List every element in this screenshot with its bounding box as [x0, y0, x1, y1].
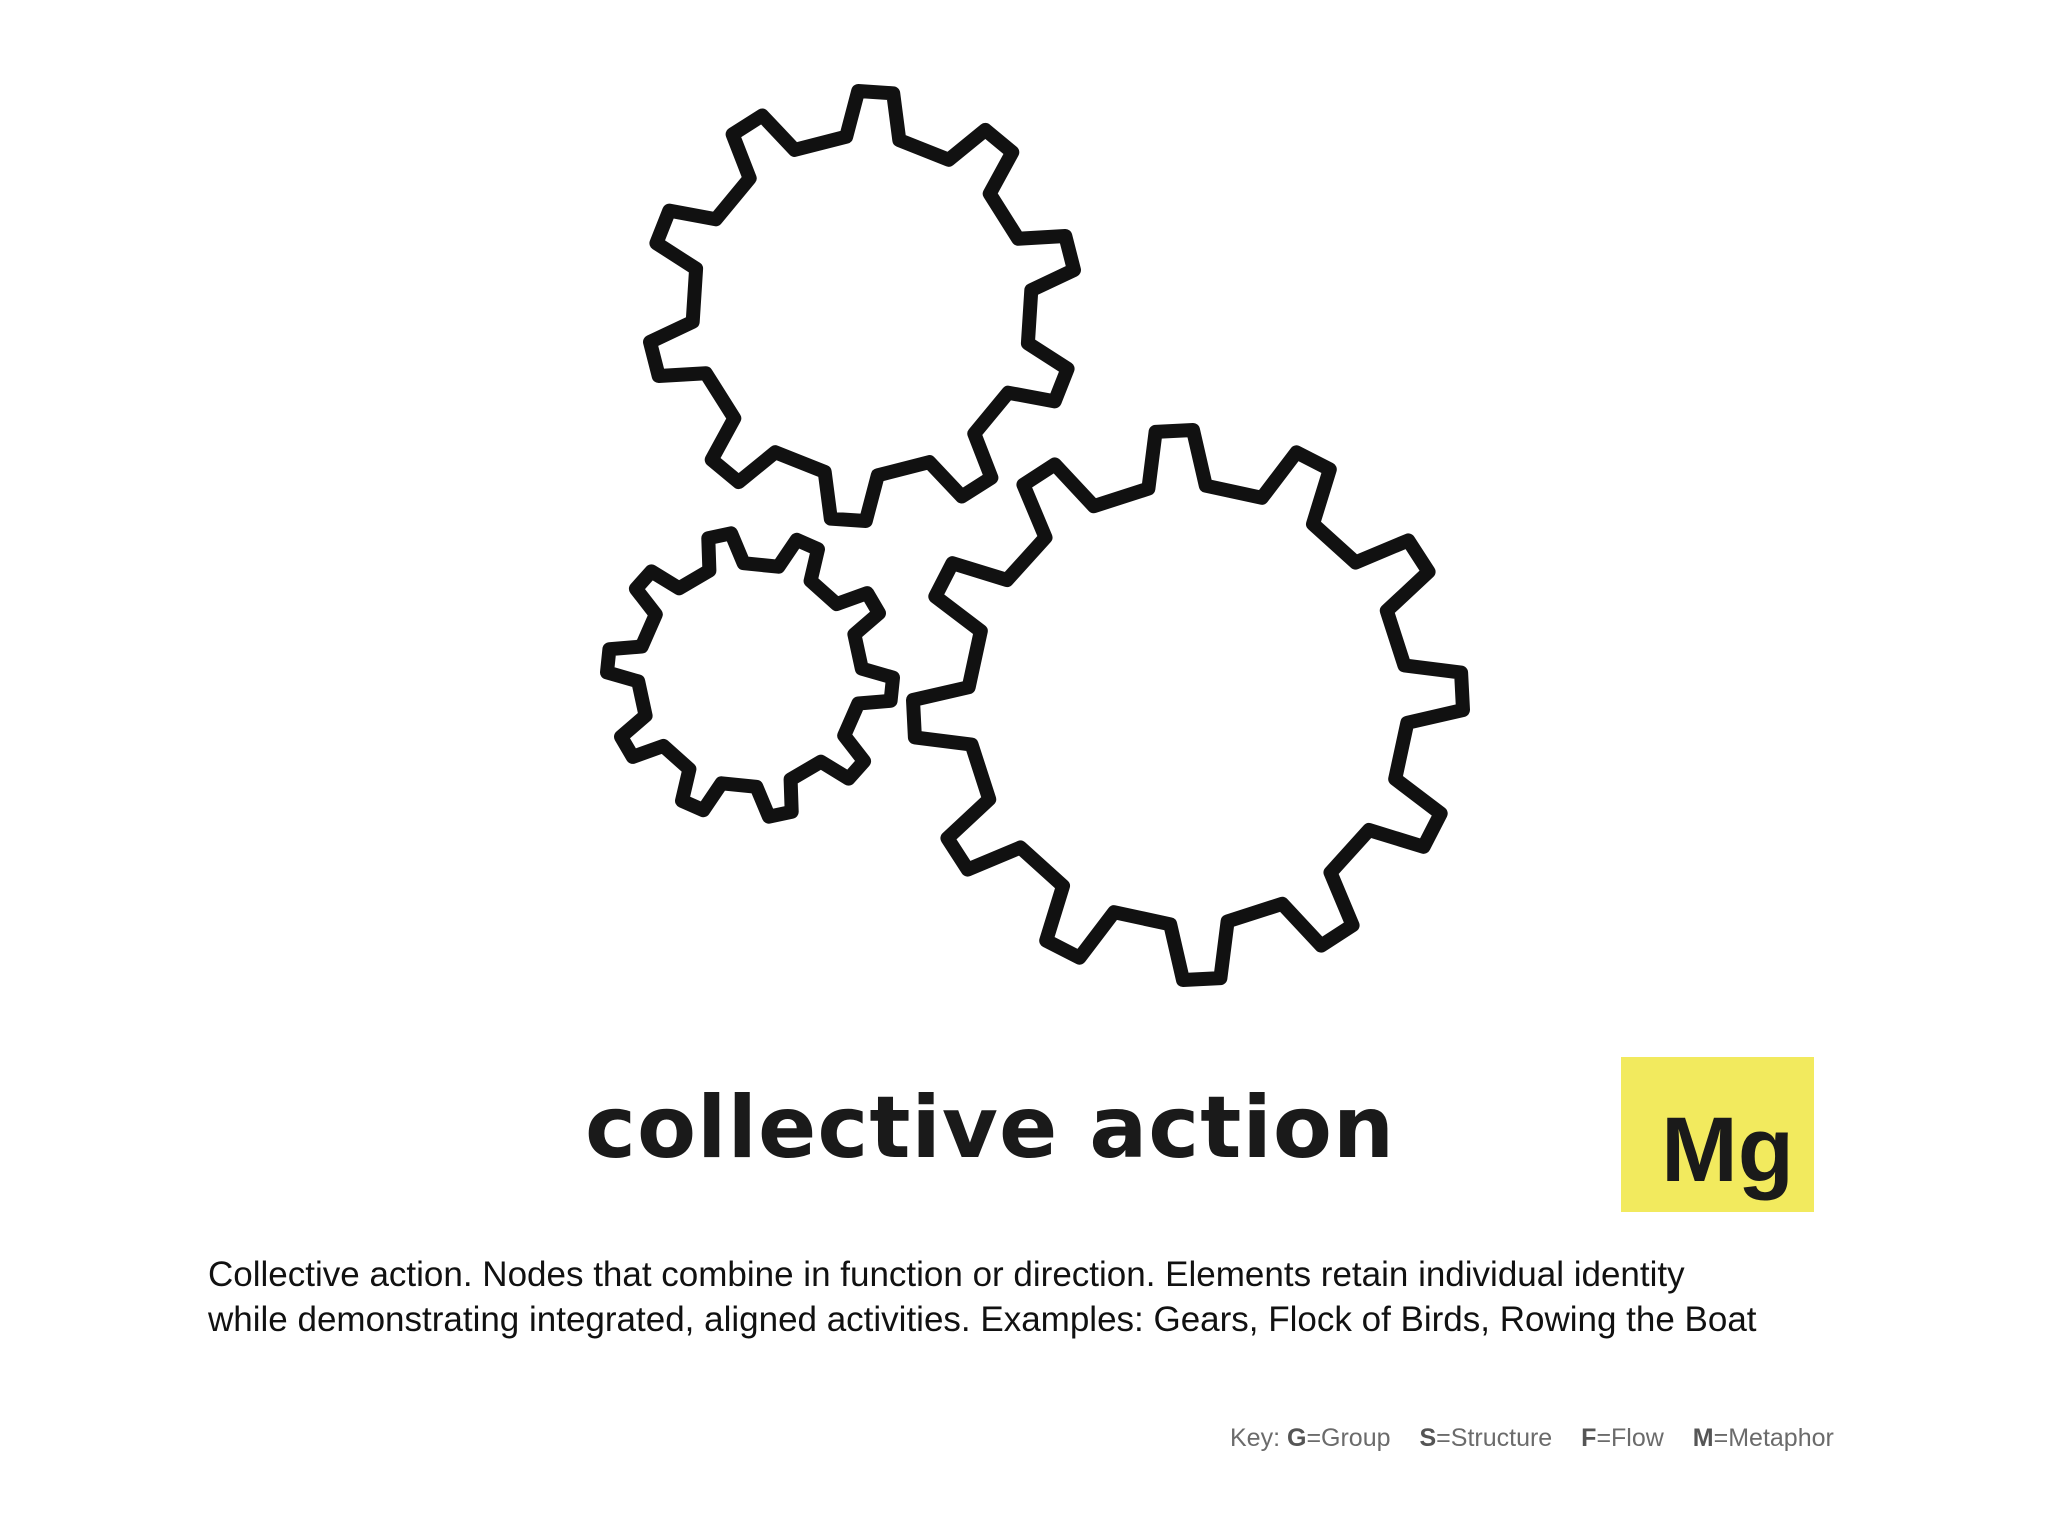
key-prefix: Key:: [1230, 1424, 1281, 1452]
page-title: collective action: [585, 1078, 1396, 1178]
key-letter-s: S: [1419, 1424, 1437, 1452]
description-line-2: while demonstrating integrated, aligned …: [208, 1300, 1757, 1339]
gear-icon: [600, 526, 900, 824]
legend-key: Key: G=Group S=Structure F=Flow M=Metaph…: [1230, 1424, 1834, 1453]
badge-label: Mg: [1661, 1099, 1794, 1201]
key-text-structure: =Structure: [1436, 1424, 1553, 1452]
key-text-metaphor: =Metaphor: [1713, 1424, 1834, 1452]
description-line-1: Collective action. Nodes that combine in…: [208, 1255, 1685, 1294]
description: Collective action. Nodes that combine in…: [208, 1252, 1848, 1342]
gear-icon: [906, 423, 1470, 987]
element-badge: Mg: [1621, 1057, 1814, 1212]
key-text-group: =Group: [1306, 1424, 1391, 1452]
gears-illustration: [600, 84, 1470, 987]
gear-icon: [643, 84, 1081, 528]
key-letter-m: M: [1692, 1424, 1714, 1452]
key-letter-g: G: [1286, 1424, 1307, 1452]
key-text-flow: =Flow: [1596, 1424, 1664, 1452]
key-letter-f: F: [1581, 1424, 1597, 1452]
